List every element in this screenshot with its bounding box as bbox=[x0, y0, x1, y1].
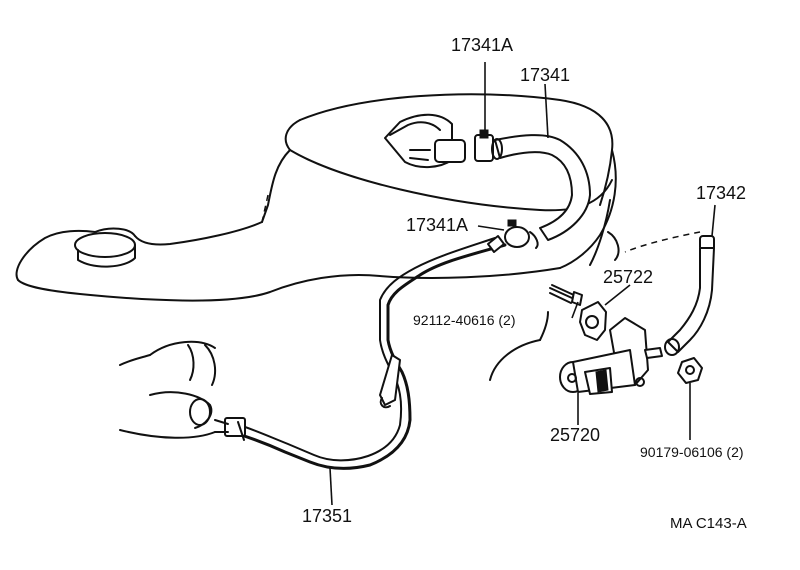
callout-bracket: 25722 bbox=[603, 267, 654, 287]
hose-clip-lower bbox=[504, 219, 539, 249]
callout-hose-clip-lower: 17341A bbox=[406, 215, 469, 235]
callout-hose-clip-top: 17341A bbox=[451, 35, 514, 55]
leader-lines bbox=[329, 62, 716, 506]
hose-clip-top bbox=[474, 129, 494, 162]
right-hose bbox=[607, 231, 715, 356]
callout-main-hose: 17341 bbox=[520, 65, 571, 85]
metal-pipe bbox=[214, 235, 507, 470]
callout-nut: 90179-06106 (2) bbox=[640, 444, 744, 460]
engine-outline bbox=[119, 311, 549, 439]
callout-right-hose: 17342 bbox=[696, 183, 747, 203]
nut bbox=[677, 357, 703, 384]
callout-bolt: 92112-40616 (2) bbox=[413, 312, 516, 328]
figure-code: MA C143-A bbox=[670, 515, 747, 532]
intake-elbow bbox=[384, 113, 466, 168]
main-hose bbox=[491, 134, 591, 241]
callout-pipe: 17351 bbox=[302, 506, 353, 526]
callout-valve: 25720 bbox=[550, 425, 601, 445]
vacuum-valve bbox=[559, 317, 663, 395]
bracket-bolt bbox=[549, 284, 607, 341]
air-cleaner-housing bbox=[15, 93, 617, 302]
